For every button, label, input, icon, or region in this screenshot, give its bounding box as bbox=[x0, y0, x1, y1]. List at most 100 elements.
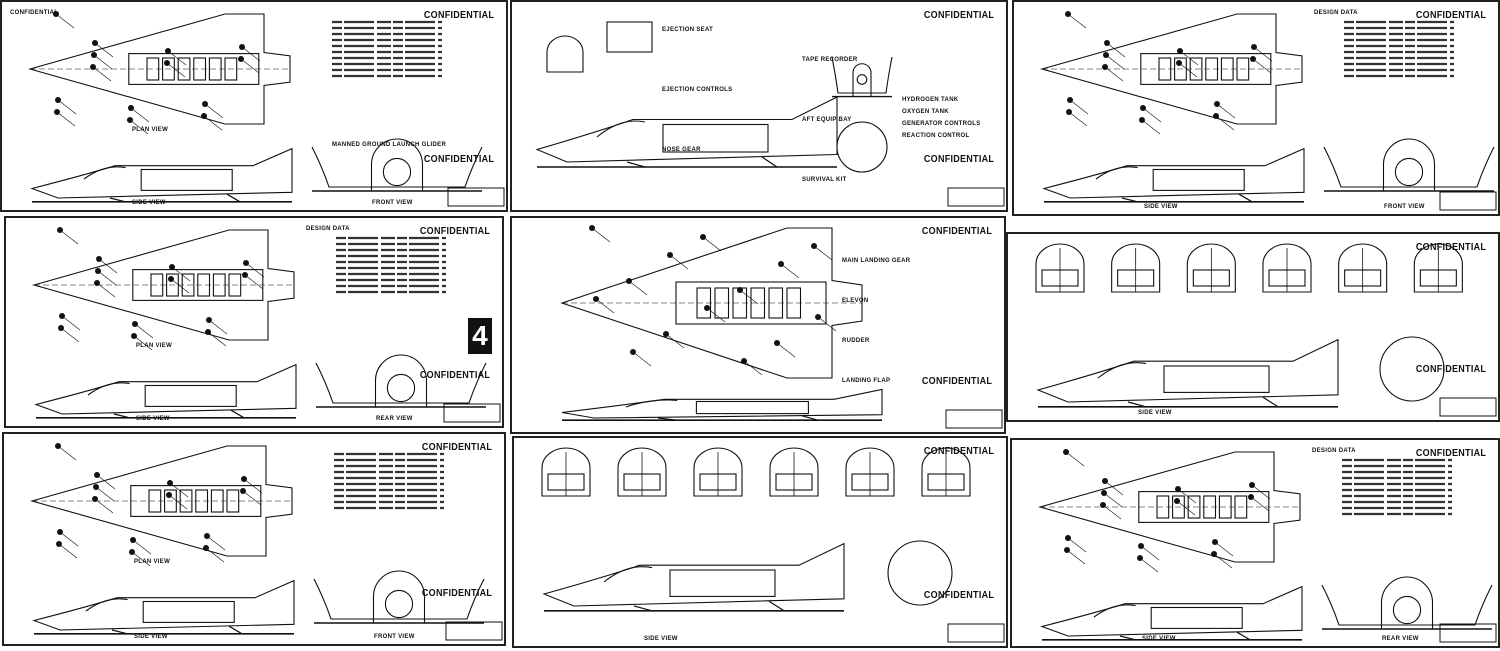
equipment-block bbox=[1203, 495, 1217, 519]
front-view-fuselage bbox=[1382, 138, 1436, 191]
leader-line bbox=[1141, 119, 1161, 135]
equipment-block bbox=[1187, 495, 1201, 519]
landing-skid bbox=[657, 417, 678, 421]
leader-line bbox=[632, 351, 652, 367]
cockpit-inset bbox=[606, 21, 653, 53]
section-equipment bbox=[1041, 269, 1079, 287]
equipment-block bbox=[148, 489, 162, 513]
canopy bbox=[625, 399, 678, 408]
equipment-block bbox=[768, 287, 784, 319]
leader-line bbox=[817, 316, 837, 332]
exhaust-nozzle bbox=[384, 589, 414, 619]
side-view-label: SIDE VIEW bbox=[1138, 410, 1172, 416]
bay-outline bbox=[142, 600, 235, 623]
confidential-stamp: CONFIDENTIAL bbox=[1415, 242, 1487, 253]
equipment-block bbox=[750, 287, 766, 319]
leader-line bbox=[1105, 54, 1125, 70]
plan-view-label: PLAN VIEW bbox=[136, 343, 173, 349]
leader-line bbox=[240, 58, 260, 74]
drawing-lines bbox=[560, 225, 1003, 429]
confidential-stamp: CONFIDENTIAL bbox=[423, 10, 495, 21]
canopy bbox=[1093, 604, 1136, 618]
leader-line bbox=[1106, 42, 1126, 58]
landing-skid bbox=[768, 600, 785, 612]
section-equipment bbox=[851, 473, 889, 491]
equipment-block bbox=[193, 57, 207, 81]
title-block bbox=[947, 187, 1005, 207]
leader-line bbox=[169, 482, 189, 498]
sheet-title: DESIGN DATA bbox=[1314, 10, 1358, 16]
leader-line bbox=[702, 236, 722, 252]
leader-line bbox=[205, 547, 225, 563]
leader-line bbox=[1179, 50, 1199, 66]
title-block bbox=[1439, 623, 1497, 643]
leader-line bbox=[1139, 557, 1159, 573]
leader-line bbox=[59, 229, 79, 245]
landing-skid bbox=[228, 625, 243, 635]
equipment-block bbox=[195, 489, 209, 513]
cross-section bbox=[1035, 243, 1085, 293]
leader-line bbox=[206, 535, 226, 551]
leader-line bbox=[57, 445, 77, 461]
equipment-block bbox=[1205, 57, 1219, 81]
leader-line bbox=[743, 360, 763, 376]
equipment-block bbox=[146, 57, 160, 81]
landing-skid bbox=[633, 605, 653, 612]
canopy bbox=[1097, 362, 1147, 379]
landing-skid bbox=[113, 413, 130, 419]
leader-line bbox=[132, 539, 152, 555]
side-view-label: SIDE VIEW bbox=[136, 416, 170, 422]
exhaust-nozzle bbox=[1394, 157, 1424, 187]
plan-view-outline bbox=[27, 13, 291, 125]
cross-section bbox=[1413, 243, 1463, 293]
front-view-fuselage bbox=[1380, 576, 1434, 629]
equipment-block bbox=[1220, 57, 1234, 81]
bay-outline bbox=[662, 123, 769, 153]
title-block bbox=[1439, 397, 1497, 417]
landing-skid bbox=[626, 161, 646, 168]
leader-line bbox=[706, 307, 726, 323]
title-block bbox=[445, 621, 503, 641]
section-equipment bbox=[1268, 269, 1306, 287]
landing-skid bbox=[230, 409, 245, 419]
landing-skid bbox=[111, 629, 128, 635]
front-view-fins bbox=[831, 56, 893, 94]
exhaust-nozzle bbox=[382, 157, 412, 187]
leader-line bbox=[208, 319, 228, 335]
cross-section bbox=[769, 447, 819, 497]
front-view-fins bbox=[1321, 584, 1493, 626]
landing-skid bbox=[1121, 197, 1138, 203]
leader-line bbox=[1253, 46, 1273, 62]
leader-line bbox=[60, 327, 80, 343]
canopy bbox=[87, 382, 130, 396]
title-block bbox=[945, 409, 1003, 429]
leader-line bbox=[95, 486, 115, 502]
front-view-label: FRONT VIEW bbox=[372, 200, 413, 206]
side-view-label: SIDE VIEW bbox=[644, 636, 678, 642]
landing-skid bbox=[1119, 635, 1136, 641]
callout-label: REACTION CONTROL bbox=[902, 133, 970, 139]
plan-view-outline bbox=[1037, 451, 1301, 563]
callout-label: ELEVON bbox=[842, 298, 869, 304]
drawing-lines bbox=[1035, 243, 1497, 417]
landing-skid bbox=[109, 197, 126, 203]
confidential-stamp: CONFIDENTIAL bbox=[1415, 10, 1487, 21]
leader-line bbox=[203, 115, 223, 131]
leader-line bbox=[1178, 62, 1198, 78]
confidential-stamp: CONFIDENTIAL bbox=[923, 446, 995, 457]
equipment-block bbox=[197, 273, 211, 297]
leader-line bbox=[1065, 451, 1085, 467]
leader-line bbox=[1068, 111, 1088, 127]
leader-line bbox=[61, 315, 81, 331]
leader-line bbox=[133, 335, 153, 351]
front-view-fuselage bbox=[374, 354, 428, 407]
leader-line bbox=[1216, 103, 1236, 119]
leader-line bbox=[241, 46, 261, 62]
confidential-stamp: CONFIDENTIAL bbox=[419, 370, 491, 381]
